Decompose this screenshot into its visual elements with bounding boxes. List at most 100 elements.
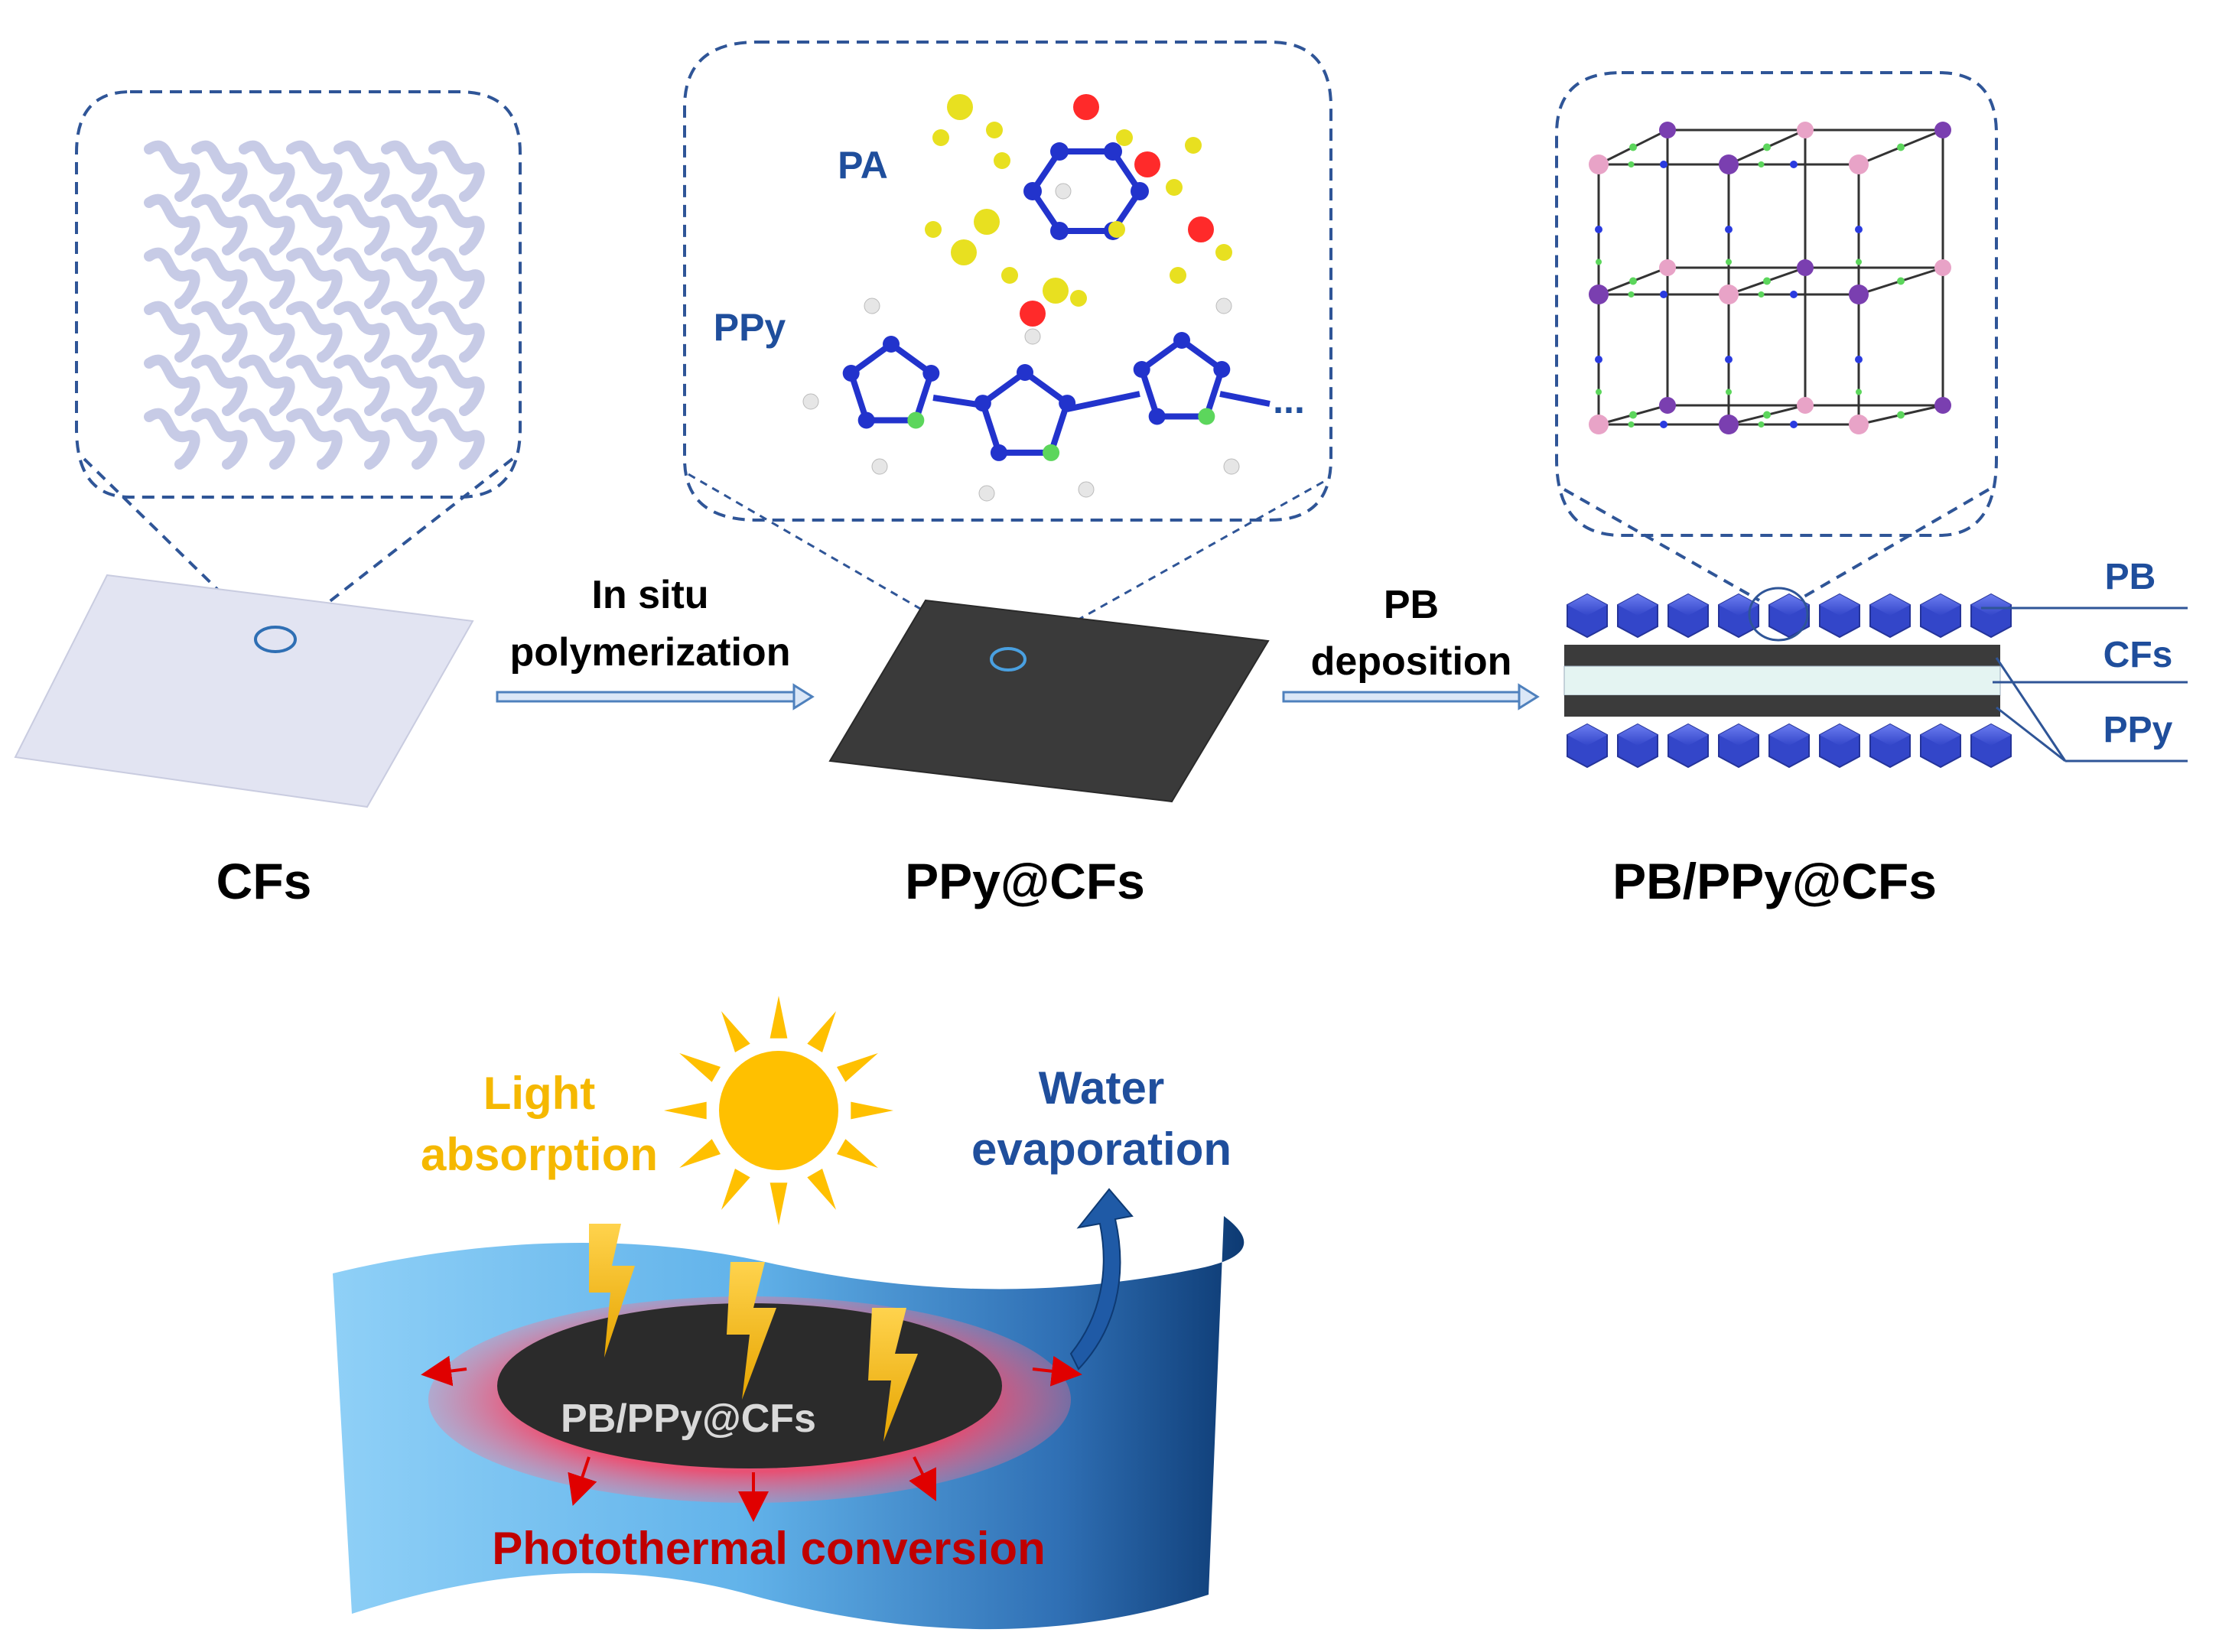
pb-cube-top (1921, 724, 1960, 746)
atom (951, 239, 977, 265)
lattice-node (1629, 143, 1637, 151)
lattice-node (1595, 226, 1602, 233)
atom (1133, 361, 1150, 379)
fiber-segment (334, 140, 390, 202)
lattice-node (1758, 421, 1765, 428)
atom (1024, 328, 1041, 345)
fiber-segment (334, 354, 390, 416)
lattice-node (1897, 411, 1905, 419)
film-label: PB/PPy@CFs (561, 1397, 816, 1441)
ppy-sheet (828, 599, 1270, 803)
lattice-node (1589, 285, 1609, 304)
pb-cube-top (1971, 594, 2011, 616)
pb-cube-top (1618, 724, 1658, 746)
lattice-node (1790, 161, 1798, 168)
lattice-node (1758, 291, 1765, 298)
lattice-node (1629, 411, 1637, 419)
bond (980, 402, 1002, 454)
lattice-node (1726, 389, 1732, 395)
heat-arrow (568, 1456, 597, 1506)
pb-cube-top (1719, 724, 1759, 746)
atom (1213, 361, 1231, 379)
water-evaporation-line2: evaporation (971, 1124, 1232, 1175)
cfs-zoom-bubble (75, 90, 522, 499)
fiber-segment (144, 193, 200, 255)
lattice-node (1897, 143, 1905, 151)
fiber-segment (191, 140, 248, 202)
pb-cube-top (1769, 594, 1809, 616)
lattice-node (1797, 259, 1814, 276)
atom (1073, 94, 1099, 120)
lattice-node (1849, 285, 1869, 304)
lattice-node (1595, 356, 1602, 363)
ppy-zoom-circle (990, 647, 1027, 672)
ppy-zoom-line-left (688, 473, 999, 655)
fiber-segment (144, 301, 200, 363)
atom (1078, 481, 1095, 498)
atom (1020, 301, 1046, 327)
sun-ray (807, 1168, 836, 1210)
sun-ray (769, 996, 788, 1039)
atom (947, 94, 973, 120)
pa-label: PA (838, 144, 888, 187)
fiber-segment (381, 301, 438, 363)
lattice-node (1763, 143, 1771, 151)
atom (1185, 137, 1202, 154)
lattice-node (1790, 291, 1798, 298)
pb-cube-top (1567, 724, 1607, 746)
atom (883, 336, 900, 353)
arrow1-line1: In situ (591, 573, 708, 617)
atom (1170, 267, 1186, 284)
atom (1173, 332, 1190, 349)
light-bolt-3 (868, 1308, 918, 1442)
atom (932, 129, 949, 146)
fiber-segment (428, 301, 485, 363)
sun-ray (721, 1011, 750, 1053)
fiber-segment (381, 354, 438, 416)
light-bolt-2 (727, 1262, 776, 1400)
bond (1066, 391, 1140, 412)
fiber-segment (144, 247, 200, 309)
lattice-node (1628, 421, 1635, 428)
ppy-callout-line-2 (1996, 706, 2066, 763)
atom (1043, 444, 1060, 461)
atom (802, 393, 819, 410)
pb-zoom-bubble (1555, 71, 1998, 537)
atom (1223, 458, 1240, 475)
pb-cube-top (1971, 724, 2011, 746)
lattice-node (1790, 421, 1798, 428)
cfs-panel: CFs (14, 90, 522, 909)
lattice-node (1628, 291, 1635, 298)
pb-zoom-circle (1748, 587, 1809, 642)
sun-icon (664, 996, 893, 1225)
fiber-segment (144, 408, 200, 470)
atom (1043, 278, 1069, 304)
sun-ray (807, 1011, 836, 1053)
atom (1134, 151, 1160, 177)
atom (978, 485, 995, 502)
light-bolt-1 (589, 1224, 635, 1358)
sun-ray (769, 1182, 788, 1225)
fiber-segment (381, 247, 438, 309)
lattice-node (1589, 154, 1609, 174)
polymerization-arrow: In situ polymerization (496, 573, 815, 711)
arrow1-line2: polymerization (510, 630, 791, 675)
lattice-node (1659, 397, 1676, 414)
atom (990, 444, 1007, 461)
atom (986, 122, 1003, 138)
ppy-layer-top (1564, 645, 2000, 666)
fiber-segment (428, 193, 485, 255)
sun-ray (679, 1139, 721, 1168)
lattice-node (1659, 259, 1676, 276)
atom (1017, 364, 1033, 381)
atom (1001, 267, 1018, 284)
sun-ray (836, 1053, 878, 1082)
lattice-node (1797, 397, 1814, 414)
pb-cube-top (1921, 594, 1960, 616)
lattice-node (1934, 122, 1951, 138)
fiber-segment (239, 301, 295, 363)
pb-zoom-line-left (1563, 488, 1760, 602)
pb-cube-top (1769, 724, 1809, 746)
bond (1048, 402, 1070, 454)
